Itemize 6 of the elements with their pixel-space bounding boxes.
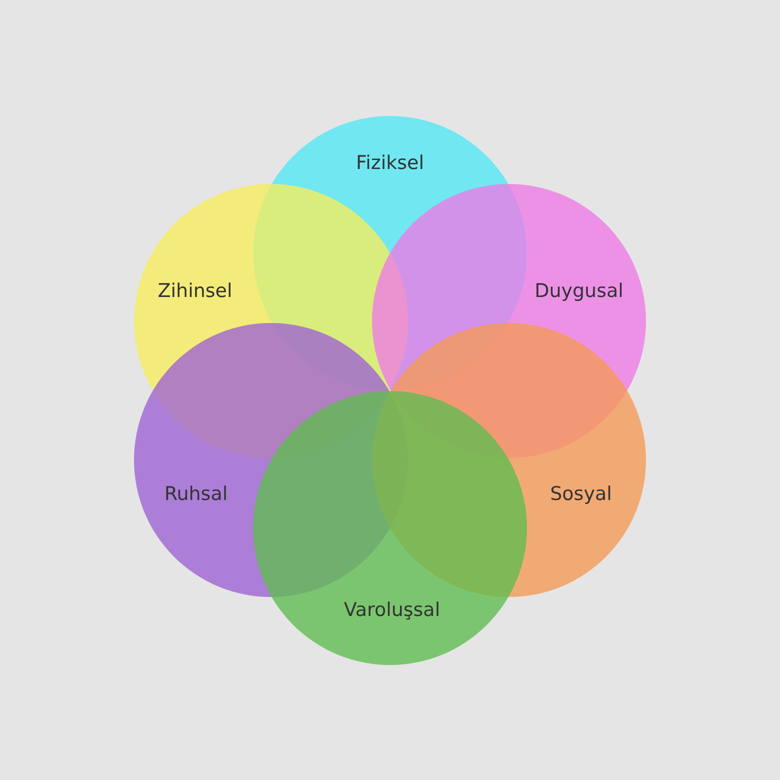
circle-label: Varoluşsal xyxy=(344,599,440,621)
circle-label: Duygusal xyxy=(534,280,624,302)
circle-label: Ruhsal xyxy=(164,483,228,505)
circle-label: Zihinsel xyxy=(158,280,232,302)
circle-label: Sosyal xyxy=(550,483,612,505)
circle-label: Fiziksel xyxy=(356,152,424,174)
